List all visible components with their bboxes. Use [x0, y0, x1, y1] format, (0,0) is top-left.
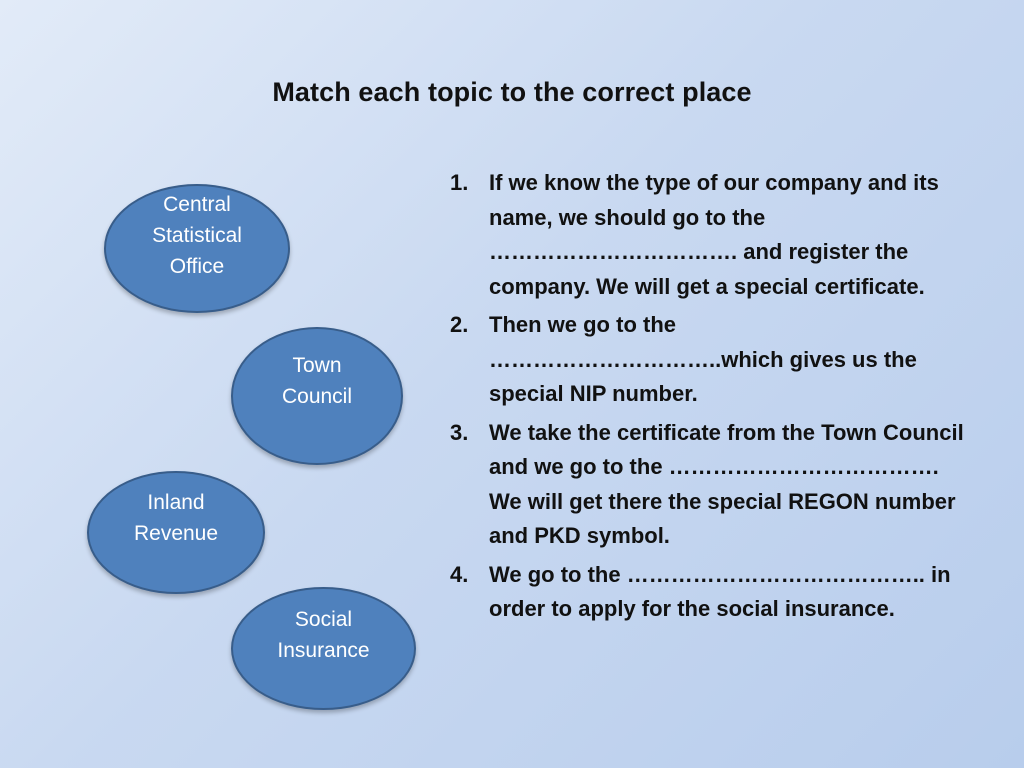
question-list: 1. If we know the type of our company an…: [447, 166, 967, 631]
item-text: If we know the type of our company and i…: [489, 170, 939, 299]
list-item: 4. We go to the ………………………………….. in order…: [447, 558, 967, 627]
oval-inland-revenue[interactable]: Inland Revenue: [87, 471, 265, 594]
item-text: We take the certificate from the Town Co…: [489, 419, 964, 549]
list-item: 2. Then we go to the …………………………..which g…: [447, 308, 967, 412]
oval-label: Inland Revenue: [133, 491, 219, 545]
oval-town-council[interactable]: Town Council: [231, 327, 403, 465]
item-number: 4.: [450, 561, 469, 587]
oval-label: Central Statistical Office: [152, 193, 242, 278]
oval-label: Town Council: [281, 354, 353, 408]
item-number: 2.: [450, 312, 469, 337]
oval-label: Social Insurance: [277, 608, 370, 662]
oval-social-insurance[interactable]: Social Insurance: [231, 587, 416, 710]
item-text: We go to the ………………………………….. in order to…: [489, 561, 951, 622]
item-text: Then we go to the …………………………..which give…: [489, 312, 917, 406]
item-number: 1.: [450, 170, 469, 195]
slide-title: Match each topic to the correct place: [272, 77, 752, 107]
list-item: 1. If we know the type of our company an…: [447, 166, 967, 304]
list-item: 3. We take the certificate from the Town…: [447, 416, 967, 554]
item-number: 3.: [450, 419, 469, 445]
oval-central-statistical-office[interactable]: Central Statistical Office: [104, 184, 290, 313]
